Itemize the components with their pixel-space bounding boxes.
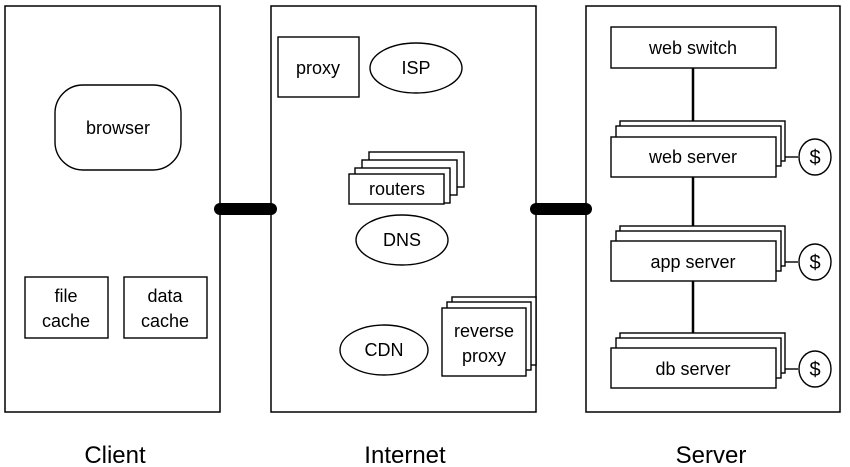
client-caption: Client (84, 442, 146, 467)
proxy-label: proxy (296, 58, 340, 78)
reverse-proxy-node (441, 296, 537, 377)
internet-caption: Internet (364, 442, 446, 467)
cdn-node (339, 324, 429, 376)
isp-node (369, 42, 463, 94)
web-server-label: web server (648, 147, 737, 167)
routers-node (348, 151, 465, 205)
web-server-dollar-icon (798, 138, 832, 176)
client-panel (4, 5, 221, 413)
cdn-label: CDN (365, 340, 404, 360)
web-server-node (610, 120, 786, 178)
file-cache-label-line2: cache (42, 311, 90, 331)
web-switch-label: web switch (648, 38, 737, 58)
db-server-label: db server (655, 359, 730, 379)
app-server-label: app server (650, 252, 735, 272)
browser-label: browser (86, 118, 150, 138)
dns-node (355, 214, 449, 266)
browser-node (54, 84, 182, 171)
web-switch-node (610, 26, 777, 69)
db-server-dollar-label: $ (809, 359, 820, 381)
routers-label: routers (369, 179, 425, 199)
data-cache-label-line2: cache (141, 311, 189, 331)
app-server-dollar-label: $ (809, 252, 820, 274)
app-server-node (610, 225, 786, 282)
db-server-dollar-icon (798, 350, 832, 388)
isp-label: ISP (401, 58, 430, 78)
server-caption: Server (676, 442, 747, 467)
reverse-proxy-label-line1: reverse (454, 321, 514, 341)
db-server-node (610, 332, 786, 389)
file-cache-node (24, 276, 109, 339)
dns-label: DNS (383, 230, 421, 250)
proxy-node (277, 36, 360, 98)
reverse-proxy-label-line2: proxy (462, 346, 506, 366)
web-server-dollar-label: $ (809, 147, 820, 169)
app-server-dollar-icon (798, 243, 832, 281)
file-cache-label-line1: file (54, 286, 77, 306)
data-cache-label-line1: data (147, 286, 183, 306)
data-cache-node (123, 276, 208, 339)
